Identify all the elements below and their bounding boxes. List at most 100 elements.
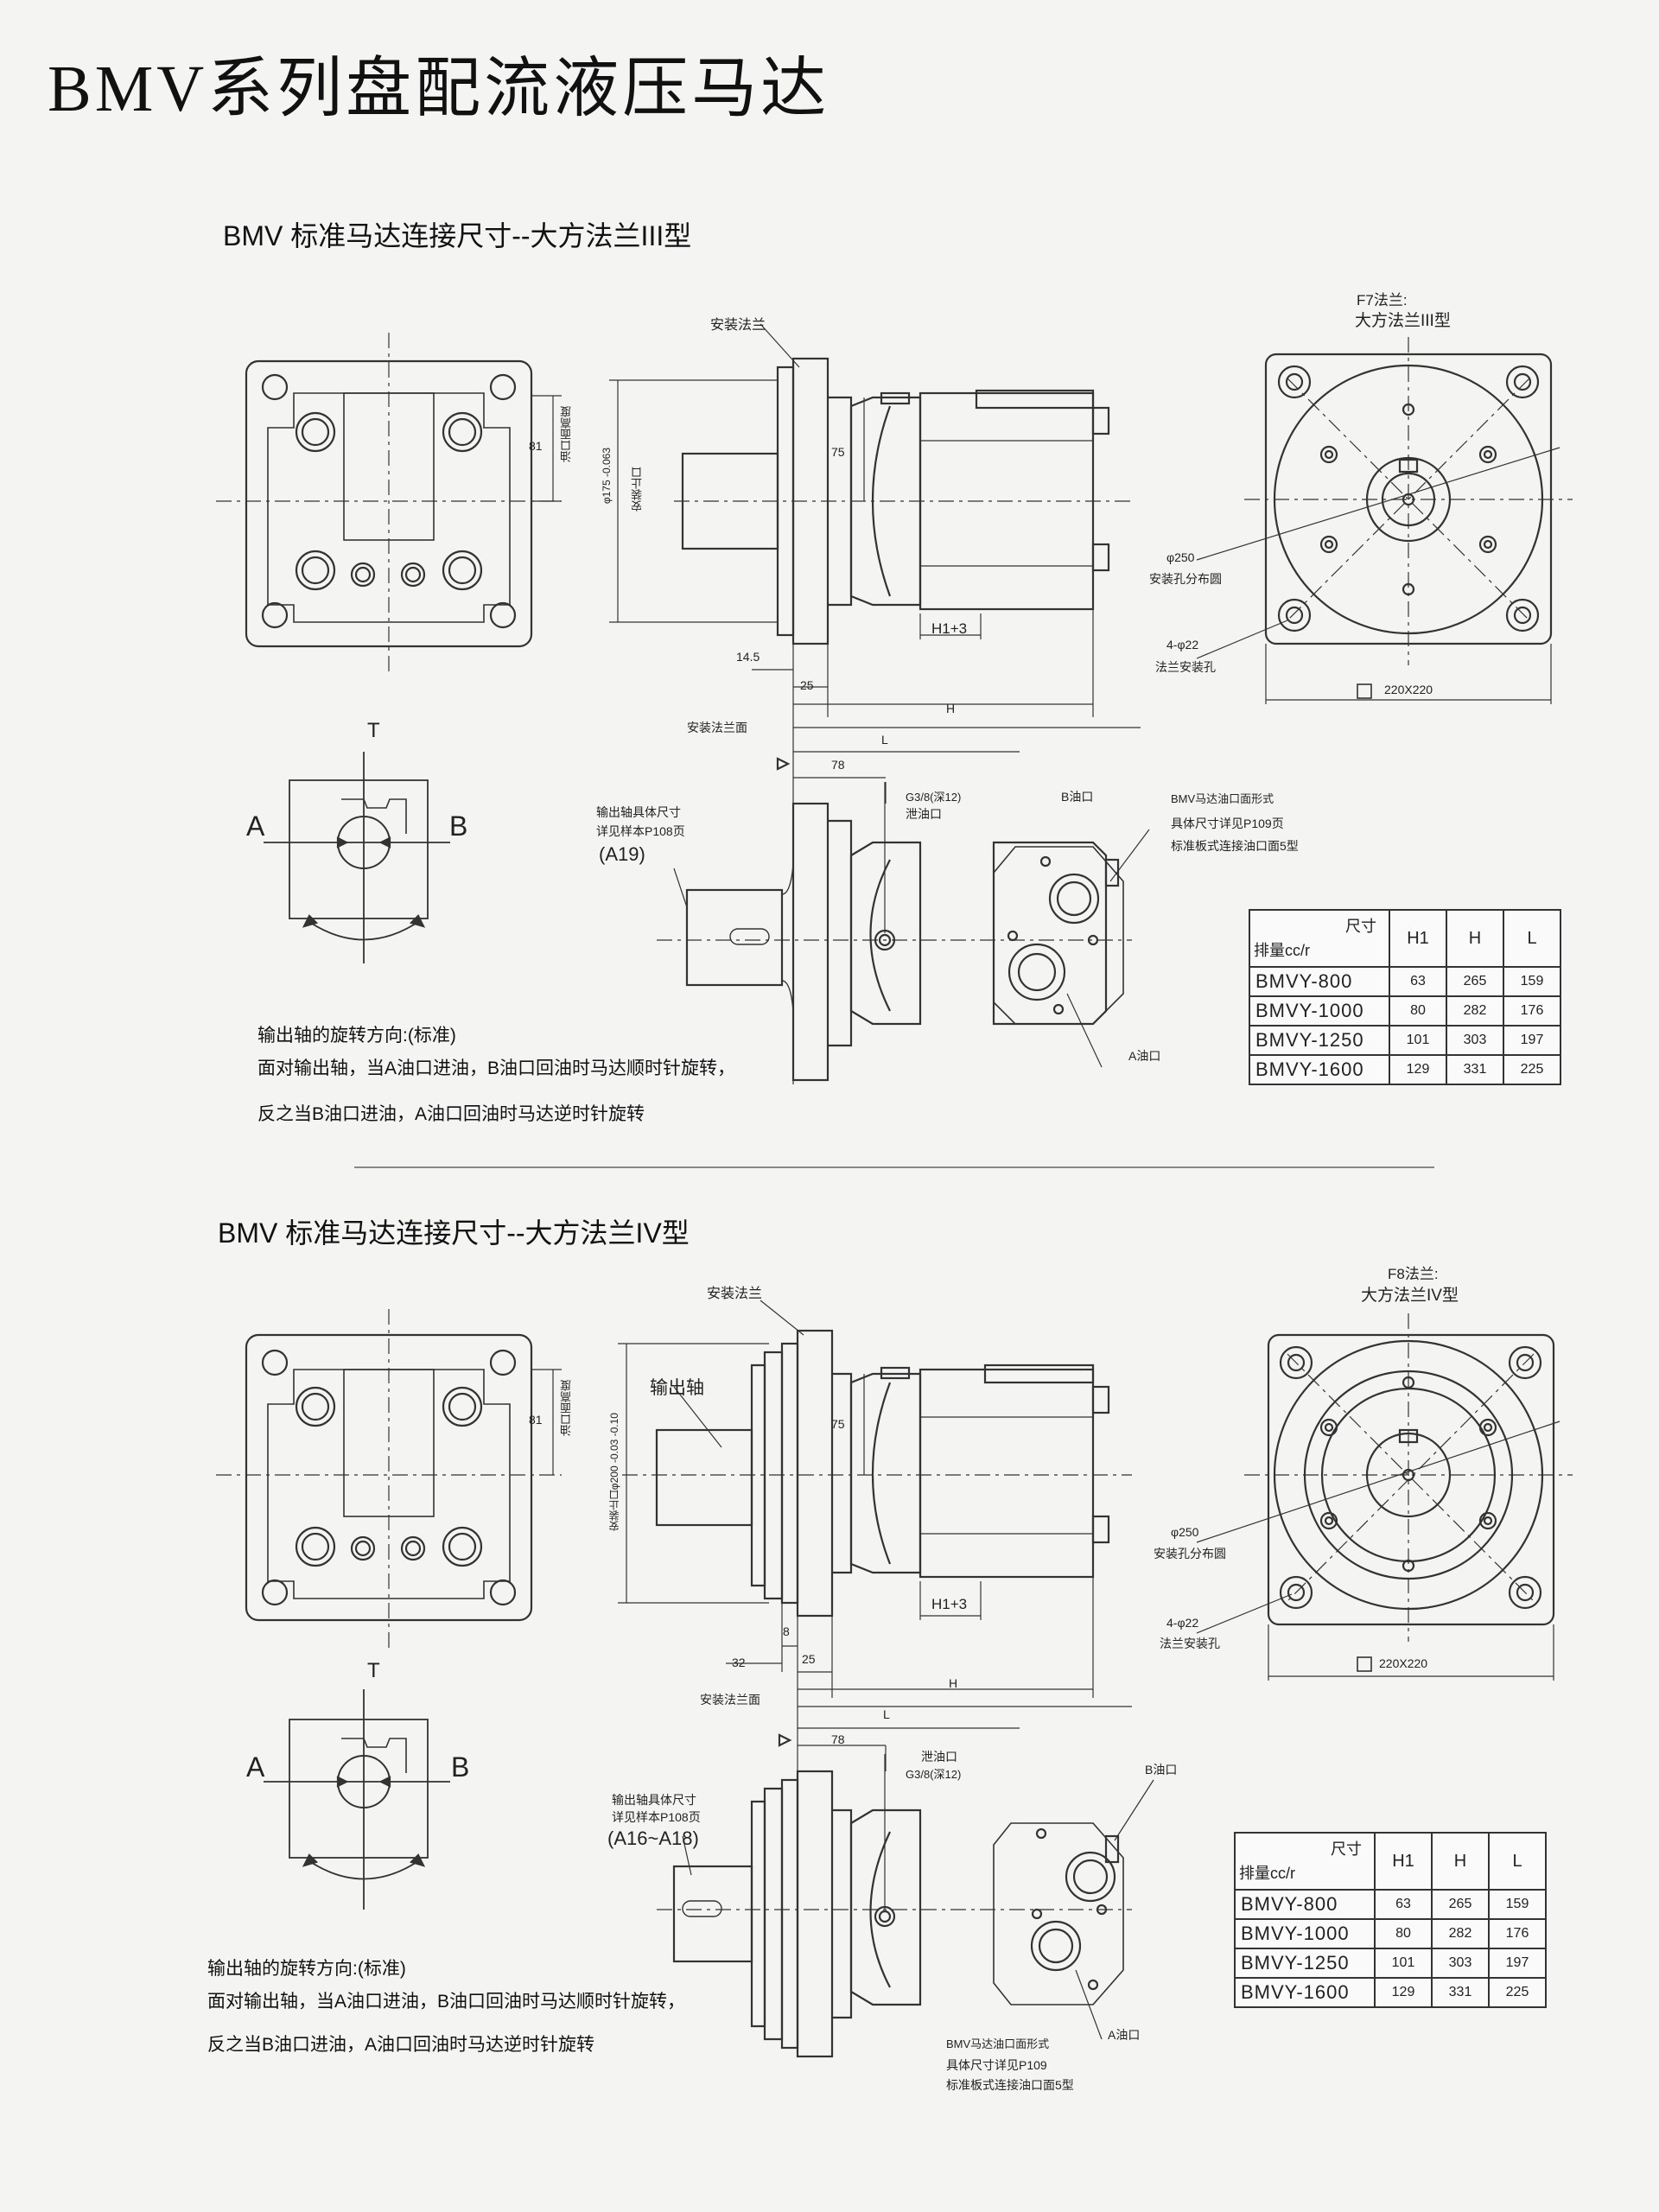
- table-corner: 尺寸 排量cc/r: [1234, 1832, 1376, 1891]
- s2-dim-l: L: [883, 1707, 890, 1721]
- s2-note-2: 面对输出轴，当A油口进油，B油口回油时马达顺时针旋转，: [207, 1992, 686, 2012]
- s1-flange-title-2: 大方法兰III型: [1355, 312, 1451, 330]
- s1-dim-145: 14.5: [736, 650, 760, 664]
- corner-top: 尺寸: [1345, 918, 1376, 935]
- s2-dim-25: 25: [802, 1652, 816, 1666]
- s1-front-view: [657, 717, 1150, 1084]
- s2-port-form-1: BMV马达油口面形式: [946, 2037, 1050, 2050]
- s1-dim-78: 78: [831, 758, 845, 772]
- table-corner: 尺寸 排量cc/r: [1249, 909, 1390, 968]
- s1-mount-flange-label: 安装法兰: [710, 318, 766, 333]
- s2-square: 220X220: [1379, 1656, 1428, 1670]
- cell-model: BMVY-800: [1249, 966, 1390, 997]
- s2-dim-32: 32: [732, 1656, 746, 1669]
- s1-hydraulic-symbol: [264, 752, 450, 963]
- section2-heading: BMV 标准马达连接尺寸--大方法兰IV型: [218, 1217, 690, 1249]
- table-row: BMVY-1000 80 282 176: [1249, 995, 1561, 1027]
- cell-model: BMVY-1250: [1234, 1948, 1376, 1979]
- s1-note-1: 输出轴的旋转方向:(标准): [257, 1026, 456, 1046]
- s2-front-view: [657, 1698, 1154, 2058]
- s2-flange-title-2: 大方法兰IV型: [1361, 1287, 1459, 1305]
- col-h: H: [1431, 1832, 1490, 1891]
- cell-l: 176: [1503, 995, 1561, 1027]
- cell-l: 197: [1503, 1025, 1561, 1056]
- s2-mount-face: 安装法兰面: [700, 1693, 760, 1707]
- s1-dim-75: 75: [831, 445, 845, 459]
- s2-shaft-2: 详见样本P108页: [612, 1810, 701, 1824]
- s1-drain: 泄油口: [906, 807, 942, 821]
- cell-h: 265: [1431, 1889, 1490, 1920]
- s1-dim-81: 81: [529, 439, 543, 453]
- cell-l: 225: [1488, 1977, 1547, 2008]
- table-row: BMVY-800 63 265 159: [1234, 1889, 1547, 1920]
- s1-square: 220X220: [1384, 683, 1433, 696]
- s1-drain-spec: G3/8(深12): [906, 791, 962, 804]
- s2-note-3: 反之当B油口进油，A油口回油时马达逆时针旋转: [207, 2035, 595, 2055]
- corner-bottom: 排量cc/r: [1239, 1865, 1295, 1882]
- s1-flange-title-1: F7法兰:: [1357, 292, 1408, 308]
- cell-h1: 101: [1389, 1025, 1447, 1056]
- s2-output-shaft: 输出轴: [650, 1378, 704, 1398]
- s1-dim-l: L: [881, 733, 888, 747]
- s2-spec-table: 尺寸 排量cc/r H1 H L BMVY-800 63 265 159 BMV…: [1234, 1832, 1547, 2008]
- s1-shaft-1: 输出轴具体尺寸: [596, 805, 681, 819]
- s1-pcd: φ250: [1166, 550, 1195, 564]
- cell-h: 303: [1446, 1025, 1504, 1056]
- cell-h1: 101: [1374, 1948, 1433, 1979]
- s1-port-height: 油口面高度: [560, 406, 573, 462]
- s2-dim-h: H: [949, 1676, 958, 1690]
- s1-port-form-1: BMV马达油口面形式: [1171, 792, 1274, 805]
- s1-side-view: [609, 323, 1132, 717]
- cell-h: 331: [1431, 1977, 1490, 2008]
- col-h: H: [1446, 909, 1504, 968]
- s2-drain-spec: G3/8(深12): [906, 1768, 962, 1781]
- table-header-row: 尺寸 排量cc/r H1 H L: [1249, 909, 1561, 968]
- table-row: BMVY-1250 101 303 197: [1234, 1948, 1547, 1979]
- cell-l: 159: [1503, 966, 1561, 997]
- cell-h1: 129: [1374, 1977, 1433, 2008]
- s1-dim-25: 25: [800, 678, 814, 692]
- s2-dim-h1: H1+3: [931, 1596, 968, 1612]
- s2-side-view: [618, 1300, 1132, 1698]
- s1-mount-face: 安装法兰面: [687, 721, 747, 734]
- s2-hydraulic-symbol: [264, 1689, 450, 1910]
- cell-model: BMVY-1600: [1249, 1054, 1390, 1085]
- cell-h1: 80: [1389, 995, 1447, 1027]
- s2-port-height: 油口面高度: [560, 1380, 573, 1436]
- cell-h: 265: [1446, 966, 1504, 997]
- s1-holes: 4-φ22: [1166, 638, 1199, 652]
- col-h1: H1: [1374, 1832, 1433, 1891]
- s1-spec-table: 尺寸 排量cc/r H1 H L BMVY-800 63 265 159 BMV…: [1249, 909, 1561, 1085]
- s1-shaft-code: (A19): [599, 843, 645, 865]
- corner-top: 尺寸: [1331, 1840, 1362, 1858]
- s2-symbol-t: T: [367, 1659, 380, 1682]
- s2-a-port: A油口: [1108, 2028, 1141, 2042]
- cell-model: BMVY-1250: [1249, 1025, 1390, 1056]
- section1-heading: BMV 标准马达连接尺寸--大方法兰III型: [223, 220, 692, 251]
- s1-dim-h: H: [946, 702, 956, 715]
- s1-port-form-2: 具体尺寸详见P109页: [1171, 817, 1284, 830]
- table-row: BMVY-1250 101 303 197: [1249, 1025, 1561, 1056]
- s1-port-face-view: [216, 333, 562, 674]
- cell-h: 282: [1446, 995, 1504, 1027]
- s1-shaft-2: 详见样本P108页: [596, 824, 685, 838]
- s2-mount-flange-label: 安装法兰: [707, 1287, 763, 1301]
- s2-shaft-code: (A16~A18): [607, 1827, 699, 1849]
- s2-dim-78: 78: [831, 1732, 845, 1746]
- page-title: BMV系列盘配流液压马达: [48, 53, 830, 125]
- table-row: BMVY-800 63 265 159: [1249, 966, 1561, 997]
- col-l: L: [1488, 1832, 1547, 1891]
- s1-spigot: 安装止口: [631, 467, 644, 512]
- cell-model: BMVY-1000: [1234, 1918, 1376, 1949]
- cell-model: BMVY-1000: [1249, 995, 1390, 1027]
- col-l: L: [1503, 909, 1561, 968]
- s1-port-form-3: 标准板式连接油口面5型: [1171, 839, 1299, 853]
- cell-h: 303: [1431, 1948, 1490, 1979]
- cell-model: BMVY-1600: [1234, 1977, 1376, 2008]
- s1-note-2: 面对输出轴，当A油口进油，B油口回油时马达顺时针旋转，: [257, 1058, 736, 1078]
- cell-h: 282: [1431, 1918, 1490, 1949]
- table-row: BMVY-1600 129 331 225: [1249, 1054, 1561, 1085]
- s2-dim-81: 81: [529, 1413, 543, 1427]
- s2-flange-title-1: F8法兰:: [1388, 1266, 1439, 1282]
- cell-h1: 63: [1374, 1889, 1433, 1920]
